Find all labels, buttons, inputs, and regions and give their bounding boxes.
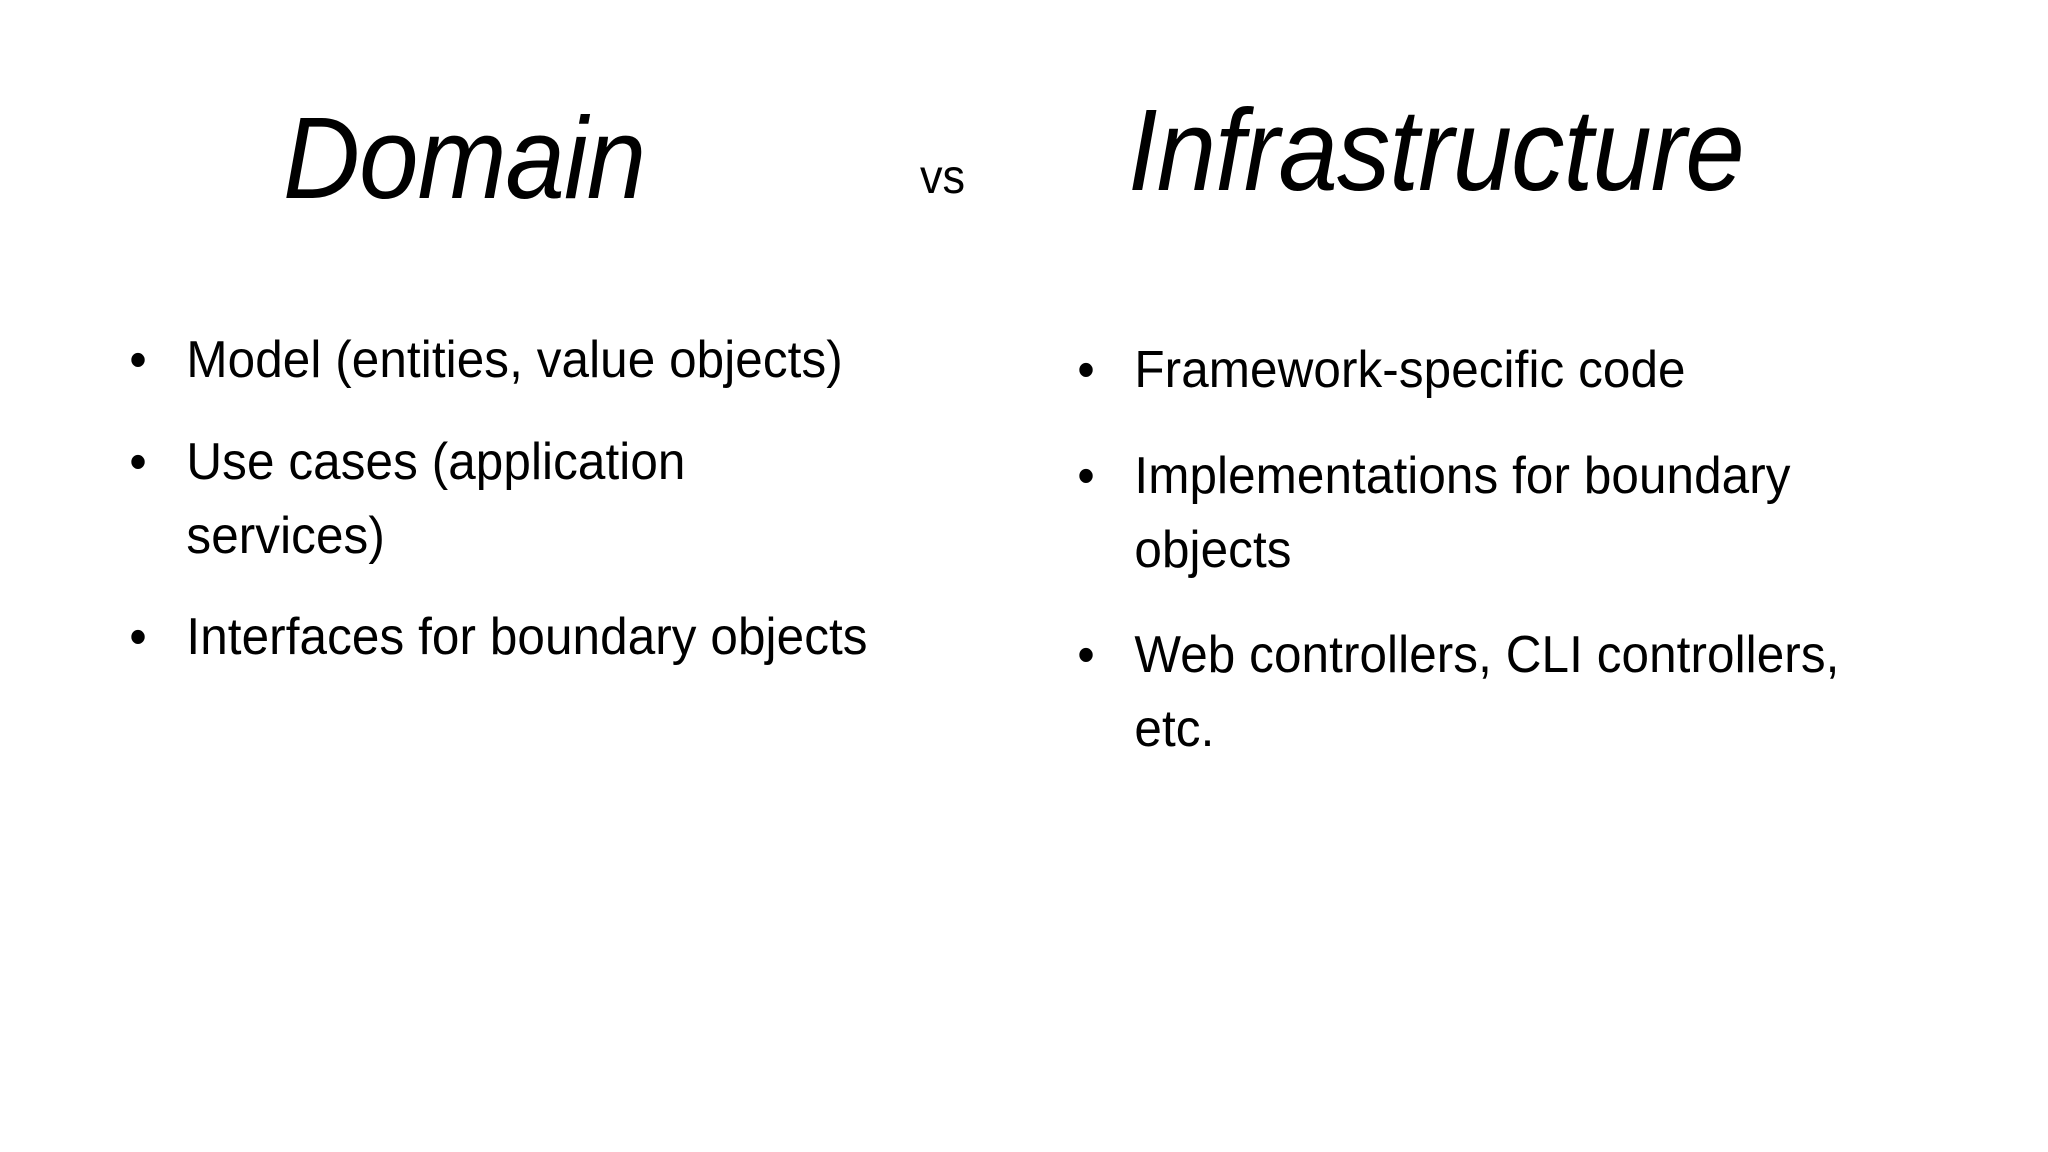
infrastructure-bullet-list: • Framework-specific code • Implementati…	[1066, 334, 1926, 767]
bullet-point-icon: •	[1077, 626, 1095, 685]
left-column-title: Domain	[283, 93, 646, 223]
list-item: • Implementations for boundary objects	[1066, 440, 1883, 588]
domain-column: • Model (entities, value objects) • Use …	[118, 324, 938, 675]
list-item-label: Model (entities, value objects)	[186, 331, 843, 389]
bullet-point-icon: •	[1077, 341, 1095, 399]
comparison-separator-label: vs	[920, 151, 966, 204]
list-item-label: Use cases (application services)	[186, 432, 686, 565]
bullet-point-icon: •	[129, 432, 147, 491]
list-item: • Web controllers, CLI controllers, etc.	[1066, 619, 1883, 767]
bullet-point-icon: •	[1077, 446, 1095, 505]
bullet-point-icon: •	[129, 608, 147, 667]
list-item-label: Framework-specific code	[1134, 341, 1686, 399]
bullet-point-icon: •	[129, 331, 147, 389]
infrastructure-column: • Framework-specific code • Implementati…	[1066, 334, 1926, 767]
list-item: • Model (entities, value objects)	[118, 324, 897, 398]
list-item: • Framework-specific code	[1066, 334, 1883, 408]
domain-bullet-list: • Model (entities, value objects) • Use …	[118, 324, 938, 675]
list-item-label: Web controllers, CLI controllers, etc.	[1134, 626, 1840, 759]
list-item-label: Interfaces for boundary objects	[186, 608, 868, 667]
list-item-label: Implementations for boundary objects	[1134, 446, 1791, 579]
slide-heading-row: Domain vs Infrastructure	[0, 92, 2048, 222]
right-column-title: Infrastructure	[1128, 85, 1745, 215]
list-item: • Interfaces for boundary objects	[118, 601, 897, 675]
list-item: • Use cases (application services)	[118, 426, 897, 574]
